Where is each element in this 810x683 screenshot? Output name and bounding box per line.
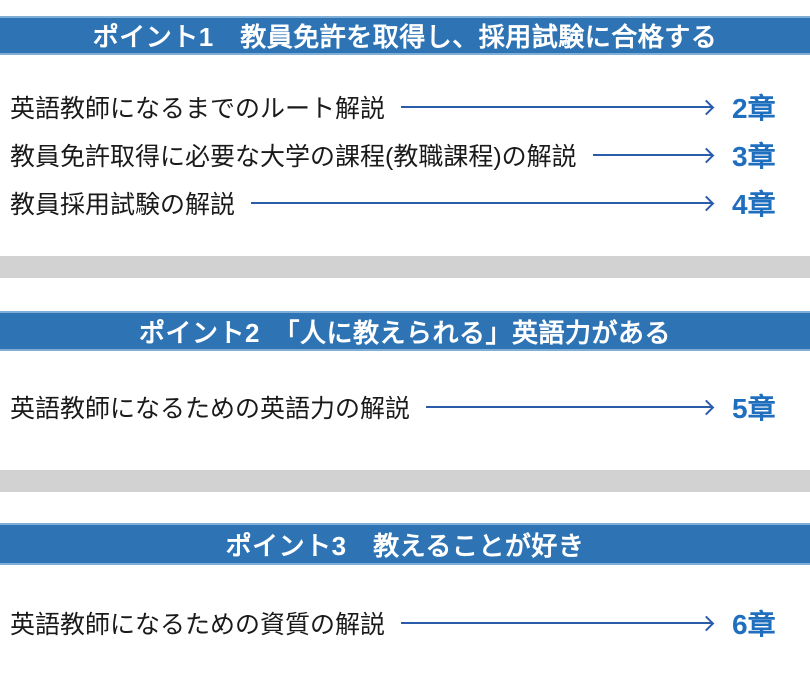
- row-route-guide: 英語教師になるまでのルート解説 2章: [0, 83, 810, 131]
- section-1-rows: 英語教師になるまでのルート解説 2章 教員免許取得に必要な大学の課程(教職課程)…: [0, 83, 810, 227]
- arrow-right-icon: [251, 202, 712, 204]
- chapter-ref: 4章: [732, 189, 776, 220]
- arrow-right-icon: [426, 406, 712, 408]
- row-label: 英語教師になるまでのルート解説: [10, 95, 386, 123]
- section-divider: [0, 256, 810, 278]
- row-english-skill: 英語教師になるための英語力の解説 5章: [0, 383, 810, 431]
- section-1-header-bar: ポイント1 教員免許を取得し、採用試験に合格する: [0, 16, 810, 55]
- row-label: 教員採用試験の解説: [10, 191, 236, 219]
- teacher-route-infographic: ポイント1 教員免許を取得し、採用試験に合格する 英語教師になるまでのルート解説…: [0, 16, 810, 683]
- chapter-ref: 3章: [732, 141, 776, 172]
- section-1-header-text: ポイント1 教員免許を取得し、採用試験に合格する: [92, 22, 718, 52]
- section-3-rows: 英語教師になるための資質の解説 6章: [0, 599, 810, 647]
- section-divider: [0, 470, 810, 492]
- row-label: 英語教師になるための英語力の解説: [10, 395, 411, 423]
- arrow-right-icon: [592, 154, 712, 156]
- chapter-ref: 5章: [732, 393, 776, 424]
- chapter-ref: 6章: [732, 609, 776, 640]
- row-employment-exam: 教員採用試験の解説 4章: [0, 179, 810, 227]
- chapter-ref: 2章: [732, 93, 776, 124]
- section-3-header-bar: ポイント3 教えることが好き: [0, 523, 810, 565]
- section-2-rows: 英語教師になるための英語力の解説 5章: [0, 383, 810, 431]
- arrow-right-icon: [401, 106, 712, 108]
- row-label: 教員免許取得に必要な大学の課程(教職課程)の解説: [10, 143, 577, 171]
- section-2-header-bar: ポイント2 「人に教えられる」英語力がある: [0, 311, 810, 351]
- row-aptitude: 英語教師になるための資質の解説 6章: [0, 599, 810, 647]
- arrow-right-icon: [401, 622, 712, 624]
- section-3-header-text: ポイント3 教えることが好き: [225, 530, 585, 561]
- row-label: 英語教師になるための資質の解説: [10, 611, 386, 639]
- section-2-header-text: ポイント2 「人に教えられる」英語力がある: [139, 317, 671, 348]
- row-license-curriculum: 教員免許取得に必要な大学の課程(教職課程)の解説 3章: [0, 131, 810, 179]
